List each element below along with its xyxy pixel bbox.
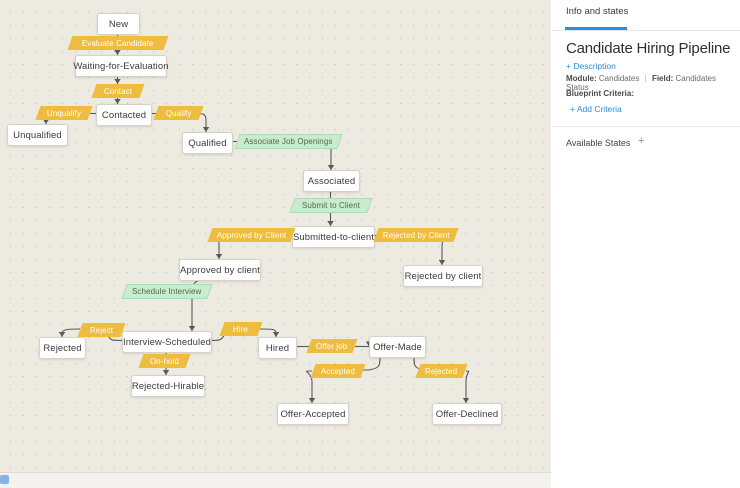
transition-label: Associate Job Openings — [244, 137, 333, 146]
state-node-hired[interactable]: Hired — [258, 337, 297, 359]
add-criteria-link[interactable]: + Add Criteria — [570, 104, 622, 114]
state-node-offer-declined[interactable]: Offer-Declined — [432, 403, 502, 425]
transition-label: Rejected — [425, 366, 458, 376]
transition-rejected-t[interactable]: Rejected — [415, 364, 468, 378]
transition-label: Unqualify — [46, 108, 82, 118]
transition-hire[interactable]: Hire — [219, 322, 263, 336]
state-node-offer-made[interactable]: Offer-Made — [369, 336, 426, 358]
state-node-unqualified[interactable]: Unqualified — [7, 124, 68, 146]
transition-reject[interactable]: Reject — [77, 323, 126, 337]
state-node-label: Unqualified — [13, 129, 62, 141]
state-node-label: Associated — [307, 175, 356, 187]
transition-label: Accepted — [320, 366, 356, 376]
state-node-rejected-by-client[interactable]: Rejected by client — [403, 265, 483, 287]
state-node-rejected[interactable]: Rejected — [39, 337, 86, 359]
state-node-associated[interactable]: Associated — [303, 170, 360, 192]
blueprint-criteria-label: Blueprint Criteria: — [566, 89, 635, 98]
transition-rejected-by-client-t[interactable]: Rejected by Client — [373, 228, 459, 242]
state-node-label: Approved by client — [180, 264, 260, 276]
add-state-icon[interactable]: + — [638, 135, 645, 147]
transition-schedule-interview[interactable]: Schedule Interview — [121, 284, 213, 299]
transition-qualify[interactable]: Qualify — [153, 106, 204, 120]
meta-separator: | — [644, 74, 647, 83]
state-node-new[interactable]: New — [97, 13, 140, 35]
state-node-label: Rejected-Hirable — [131, 380, 205, 392]
state-node-label: Waiting-for-Evaluation — [73, 60, 169, 72]
state-node-label: Hired — [265, 342, 290, 354]
transition-offer-job[interactable]: Offer job — [306, 339, 358, 353]
state-node-label: Submitted-to-client — [292, 231, 375, 243]
tab-info-and-states[interactable]: Info and states — [566, 6, 629, 17]
available-states-heading: Available States — [566, 138, 631, 148]
state-node-offer-accepted[interactable]: Offer-Accepted — [277, 403, 349, 425]
transition-label: Qualify — [165, 108, 192, 118]
state-node-qualified[interactable]: Qualified — [182, 132, 233, 154]
state-node-label: Offer-Declined — [435, 408, 499, 420]
transition-unqualify[interactable]: Unqualify — [35, 106, 93, 120]
transition-approved-by-client-t[interactable]: Approved by Client — [207, 228, 296, 242]
transition-on-hold[interactable]: On-hold — [138, 354, 191, 368]
transition-evaluate-candidate[interactable]: Evaluate Candidate — [67, 36, 169, 50]
transition-associate-job-openings[interactable]: Associate Job Openings — [234, 134, 343, 149]
horizontal-scrollbar-thumb[interactable] — [0, 475, 9, 484]
module-value: Candidates — [598, 74, 640, 83]
state-node-label: Rejected — [43, 342, 82, 354]
module-label: Module: — [566, 74, 597, 83]
transition-label: Rejected by Client — [382, 230, 450, 240]
state-node-label: Interview-Scheduled — [123, 336, 211, 348]
transition-contact[interactable]: Contact — [91, 84, 145, 98]
horizontal-scrollbar-track[interactable] — [0, 473, 551, 488]
transition-submit-to-client[interactable]: Submit to Client — [289, 198, 373, 213]
info-and-states-panel: Info and states Candidate Hiring Pipelin… — [552, 0, 740, 488]
transition-label: Reject — [89, 325, 114, 335]
state-node-label: New — [108, 18, 129, 30]
transition-label: Offer job — [316, 341, 348, 351]
state-node-waiting[interactable]: Waiting-for-Evaluation — [73, 55, 169, 77]
state-node-submitted[interactable]: Submitted-to-client — [292, 226, 375, 248]
transition-label: Contact — [103, 86, 133, 96]
state-node-contacted[interactable]: Contacted — [96, 104, 152, 126]
add-description-link[interactable]: + Description — [566, 61, 616, 71]
transition-label: Hire — [233, 324, 249, 334]
state-node-label: Offer-Accepted — [280, 408, 346, 420]
state-node-rejected-hirable[interactable]: Rejected-Hirable — [131, 375, 205, 397]
state-node-label: Qualified — [188, 137, 227, 149]
state-node-label: Rejected by client — [404, 270, 482, 282]
transition-accepted[interactable]: Accepted — [310, 364, 366, 378]
field-value: Candidates Status — [566, 74, 716, 92]
page-title: Candidate Hiring Pipeline — [566, 40, 731, 57]
transition-label: Submit to Client — [301, 201, 361, 210]
field-label: Field: — [651, 74, 674, 83]
state-node-approved-by-client[interactable]: Approved by client — [179, 259, 261, 281]
transition-label: On-hold — [149, 356, 180, 366]
panel-tabbar: Info and states — [552, 0, 740, 31]
tab-active-underline — [565, 27, 627, 30]
transition-label: Approved by Client — [216, 230, 287, 240]
transition-label: Schedule Interview — [132, 287, 202, 296]
edge-23 — [259, 328, 277, 337]
transition-label: Evaluate Candidate — [82, 38, 154, 48]
state-node-label: Contacted — [101, 109, 147, 121]
state-node-interview-scheduled[interactable]: Interview-Scheduled — [122, 331, 212, 353]
module-field-meta: Module: Candidates | Field: Candidates S… — [566, 74, 740, 92]
edge-29 — [465, 370, 470, 403]
panel-divider — [552, 126, 740, 127]
state-node-label: Offer-Made — [373, 341, 422, 353]
